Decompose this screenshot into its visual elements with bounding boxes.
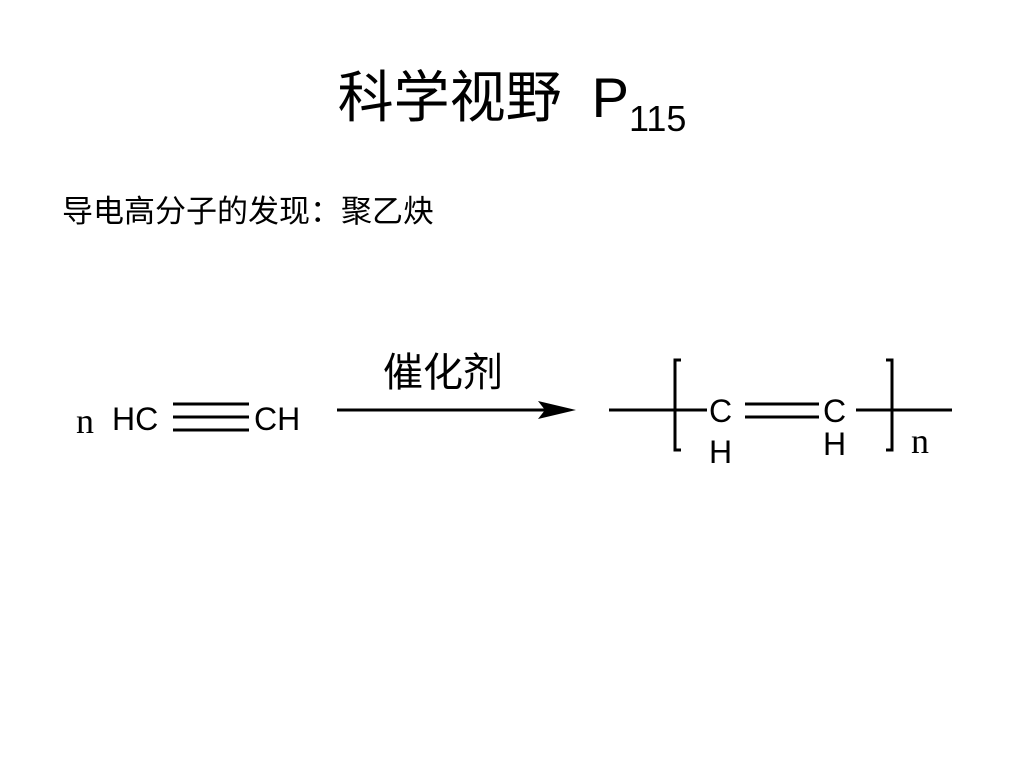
reactant-right-group: CH <box>254 401 300 437</box>
reaction-arrow-head <box>538 401 576 419</box>
slide-title: 科学视野 P115 <box>0 58 1024 139</box>
left-bracket <box>673 358 681 452</box>
product-carbon-left: C <box>709 393 732 429</box>
title-letter: P <box>591 66 629 129</box>
product-hydrogen-right: H <box>823 426 846 462</box>
title-subscript: 115 <box>628 98 687 139</box>
reactant-coefficient: n <box>76 401 94 441</box>
double-bond <box>745 402 819 419</box>
subtitle: 导电高分子的发现：聚乙炔 <box>62 194 434 230</box>
title-main: 科学视野 <box>337 66 562 131</box>
catalyst-label: 催化剂 <box>383 350 503 396</box>
triple-bond <box>173 402 249 432</box>
product-hydrogen-left: H <box>709 434 732 470</box>
right-bracket <box>886 358 894 452</box>
reaction-diagram: n HC CH 催化剂 C H C H n <box>76 350 952 470</box>
reactant-left-group: HC <box>112 401 158 437</box>
repeat-unit-n: n <box>911 421 929 461</box>
product-carbon-right: C <box>823 393 846 429</box>
